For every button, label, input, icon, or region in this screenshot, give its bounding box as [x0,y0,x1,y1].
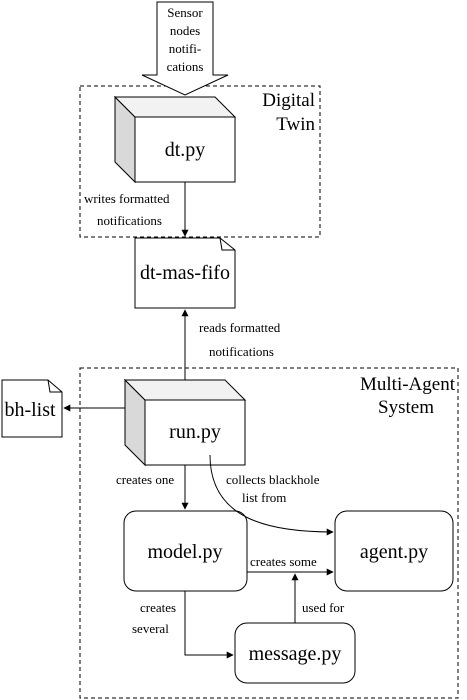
edge-creates-one-label: creates one [116,472,174,487]
run-py-node: run.py [123,378,247,467]
bh-list-label: bh-list [4,399,56,421]
model-py-node: model.py [123,510,248,592]
sensor-label-line3: notifi- [169,41,202,56]
dt-mas-fifo-node: dt-mas-fifo [134,237,236,309]
edge-collects-label-line1: collects blackhole [226,472,320,487]
edge-creates-several-label-line2: several [132,621,169,636]
sensor-label-line1: Sensor [167,5,203,20]
dt-py-label: dt.py [165,139,206,161]
digital-twin-label-line2: Twin [276,114,315,135]
edge-used-for-label: used for [302,600,345,615]
agent-py-node: agent.py [334,510,454,592]
run-py-label: run.py [169,421,221,443]
dt-mas-fifo-label: dt-mas-fifo [140,262,230,284]
edge-reads-label-line2: notifications [209,344,274,359]
sensor-label-line2: nodes [170,23,200,38]
bh-list-node: bh-list [1,379,63,438]
agent-py-label: agent.py [360,541,428,563]
edge-model-to-message [184,591,234,659]
edge-creates-several-label-line1: creates [140,600,176,615]
edge-collects-label-line2: list from [242,490,286,505]
model-py-label: model.py [148,541,223,563]
dt-py-node: dt.py [113,95,237,184]
sensor-input-arrow [141,1,229,96]
edge-writes-label-line2: notifications [97,213,162,228]
mas-label-line2: System [378,397,434,418]
edge-writes-label-line1: writes formatted [84,191,170,206]
message-py-node: message.py [234,622,356,684]
mas-label-line1: Multi-Agent [360,374,456,395]
message-py-label: message.py [249,643,342,665]
edge-reads-label-line1: reads formatted [199,320,281,335]
sensor-label-line4: cations [167,59,204,74]
digital-twin-label-line1: Digital [262,90,315,111]
multi-agent-system-group [79,367,459,699]
edge-run-to-agent-collects [209,454,334,536]
edge-creates-some-label: creates some [250,554,317,569]
